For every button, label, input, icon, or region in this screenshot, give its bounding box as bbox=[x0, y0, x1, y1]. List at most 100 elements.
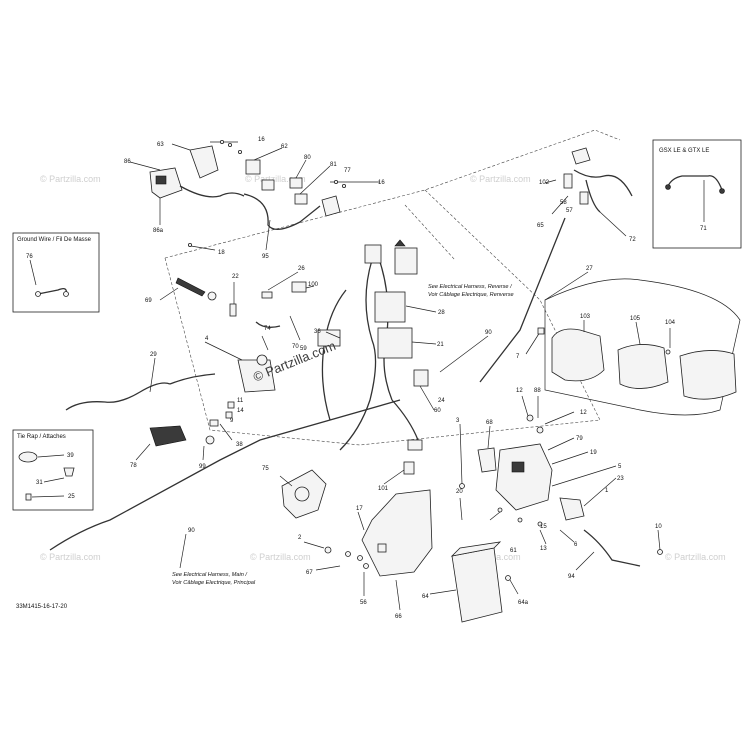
gsx-box: GSX LE & GTX LE 71 bbox=[652, 139, 742, 249]
perspective-frame bbox=[164, 129, 621, 446]
callout-22: 22 bbox=[232, 274, 239, 280]
callout-59: 59 bbox=[300, 346, 307, 352]
callout-74: 74 bbox=[264, 326, 271, 332]
callout-26: 26 bbox=[298, 266, 305, 272]
callout-86a: 86a bbox=[153, 228, 164, 234]
callout-21: 21 bbox=[437, 342, 444, 348]
callout-62: 62 bbox=[281, 144, 288, 150]
callout-3: 3 bbox=[456, 418, 460, 424]
callout-18: 18 bbox=[218, 250, 225, 256]
callout-38: 38 bbox=[236, 442, 243, 448]
callout-71: 71 bbox=[700, 226, 707, 232]
callout-102: 102 bbox=[539, 180, 550, 186]
top-right-harness bbox=[479, 147, 633, 383]
callout-88: 88 bbox=[534, 388, 541, 394]
callout-68: 68 bbox=[486, 420, 493, 426]
callout-63: 63 bbox=[157, 142, 164, 148]
gsx-title: GSX LE & GTX LE bbox=[659, 148, 709, 154]
watermark: © Partzilla.com bbox=[665, 552, 726, 562]
callout-104: 104 bbox=[665, 320, 676, 326]
callout-70: 70 bbox=[292, 344, 299, 350]
callout-75: 75 bbox=[262, 466, 269, 472]
callout-12: 12 bbox=[516, 388, 523, 394]
watermark: © Partzilla.com bbox=[40, 552, 101, 562]
reverse-note-line2: Voir Câblage Electrique, Renverse bbox=[428, 292, 514, 298]
callout-24: 24 bbox=[438, 398, 445, 404]
callout-95: 95 bbox=[262, 254, 269, 260]
callout-94: 94 bbox=[568, 574, 575, 580]
reverse-harness-note: See Electrical Harness, Reverse / Voir C… bbox=[428, 284, 514, 373]
callout-19: 19 bbox=[590, 450, 597, 456]
drawing-code: 33M1415-16-17-20 bbox=[16, 604, 68, 610]
callout-76: 76 bbox=[26, 254, 33, 260]
callout-20: 20 bbox=[456, 489, 463, 495]
callout-11: 11 bbox=[237, 398, 244, 404]
callout-57: 57 bbox=[566, 208, 573, 214]
callout-101: 101 bbox=[378, 486, 389, 492]
ground-wire-box: Ground Wire / Fil De Masse 76 bbox=[12, 232, 100, 313]
callout-61: 61 bbox=[510, 548, 517, 554]
callout-16: 16 bbox=[378, 180, 385, 186]
callout-90: 90 bbox=[485, 330, 492, 336]
callout-2: 2 bbox=[298, 535, 302, 541]
watermark: © Partzilla.com bbox=[250, 552, 311, 562]
watermark: © Partzilla.com bbox=[40, 174, 101, 184]
callout-14: 14 bbox=[237, 408, 244, 414]
callout-86: 86 bbox=[124, 159, 131, 165]
callout-5: 5 bbox=[618, 464, 622, 470]
callout-23: 23 bbox=[617, 476, 624, 482]
callout-90: 90 bbox=[188, 528, 195, 534]
tie-rap-small bbox=[25, 493, 32, 501]
callout-9: 9 bbox=[230, 418, 234, 424]
callout-66: 66 bbox=[395, 614, 402, 620]
tie-rap-box: Tie Rap / Attaches 39 31 25 bbox=[12, 429, 94, 511]
callout-77: 77 bbox=[344, 168, 351, 174]
callout-13: 13 bbox=[540, 546, 547, 552]
callout-65: 65 bbox=[537, 223, 544, 229]
callout-29: 29 bbox=[150, 352, 157, 358]
callout-6: 6 bbox=[574, 542, 578, 548]
callout-81: 81 bbox=[330, 162, 337, 168]
callout-67: 67 bbox=[306, 570, 313, 576]
callout-56: 56 bbox=[360, 600, 367, 606]
callout-4: 4 bbox=[205, 336, 209, 342]
callout-16: 16 bbox=[258, 137, 265, 143]
callout-60: 60 bbox=[434, 408, 441, 414]
callout-10: 10 bbox=[655, 524, 662, 530]
callout-72: 72 bbox=[629, 237, 636, 243]
callout-25: 25 bbox=[68, 494, 75, 500]
callout-80: 80 bbox=[304, 155, 311, 161]
ground-wire-title: Ground Wire / Fil De Masse bbox=[17, 237, 92, 243]
callout-7: 7 bbox=[516, 354, 520, 360]
callout-99: 99 bbox=[199, 464, 206, 470]
callout-12: 12 bbox=[580, 410, 587, 416]
callout-78: 78 bbox=[130, 463, 137, 469]
callout-27: 27 bbox=[586, 266, 593, 272]
watermark: © Partzilla.com bbox=[245, 174, 306, 184]
tie-rap-title: Tie Rap / Attaches bbox=[17, 434, 66, 440]
callout-36: 36 bbox=[314, 329, 321, 335]
callout-1: 1 bbox=[605, 488, 609, 494]
instrument-cluster bbox=[525, 278, 741, 416]
main-note-line2: Voir Câblage Electrique, Principal bbox=[172, 580, 256, 586]
callout-100: 100 bbox=[308, 282, 319, 288]
callout-39: 39 bbox=[67, 453, 74, 459]
callout-105: 105 bbox=[630, 316, 641, 322]
left-center-parts bbox=[65, 271, 315, 411]
callout-28: 28 bbox=[438, 310, 445, 316]
callout-17: 17 bbox=[356, 506, 363, 512]
main-harness-note: See Electrical Harness, Main / Voir Câbl… bbox=[172, 533, 256, 586]
lower-left-parts bbox=[49, 399, 401, 551]
callout-69: 69 bbox=[145, 298, 152, 304]
right-center-assembly bbox=[459, 395, 663, 571]
reverse-note-line1: See Electrical Harness, Reverse / bbox=[428, 284, 513, 290]
callout-15: 15 bbox=[540, 524, 547, 530]
watermark: © Partzilla.com bbox=[470, 174, 531, 184]
callout-64: 64 bbox=[422, 594, 429, 600]
main-note-line1: See Electrical Harness, Main / bbox=[172, 572, 248, 578]
tie-rap-clip bbox=[63, 467, 75, 477]
callout-64a: 64a bbox=[518, 600, 529, 606]
main-harness bbox=[317, 239, 437, 485]
tie-rap-loop bbox=[18, 451, 38, 463]
